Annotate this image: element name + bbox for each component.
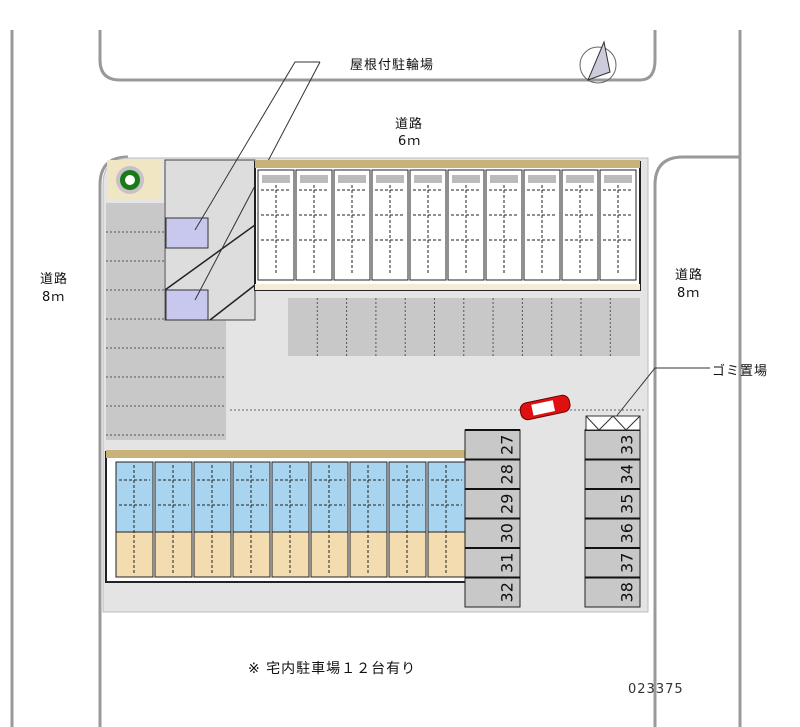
parking-slot-29: 29 [465, 488, 520, 514]
apartment-unit [295, 169, 333, 281]
label-road-right: 道路 [675, 268, 704, 283]
slot-number: 28 [498, 464, 517, 484]
slot-number: 35 [618, 494, 637, 514]
apartment-unit [485, 169, 523, 281]
leader-line-garbage [614, 367, 710, 419]
slot-number: 31 [498, 553, 517, 573]
slot-number: 36 [618, 523, 637, 543]
building-roof-edge [255, 160, 640, 168]
parking-slot-column [106, 203, 164, 440]
slot-number: 27 [498, 435, 517, 455]
property-code: 023375 [628, 682, 684, 697]
parking-slot-34: 34 [585, 458, 640, 484]
road-lines [10, 30, 742, 727]
apartment-unit [271, 461, 310, 578]
slot-number: 30 [498, 523, 517, 543]
garden-tree [107, 160, 162, 200]
car-icon [519, 394, 571, 421]
apartment-unit [409, 169, 447, 281]
apartment-unit [447, 169, 485, 281]
upper-building [254, 160, 641, 291]
apartment-unit [349, 461, 388, 578]
parking-slot-30: 30 [465, 517, 520, 543]
garbage-area [585, 415, 641, 431]
apartment-unit [523, 169, 561, 281]
slot-number: 29 [498, 494, 517, 514]
slot-number: 32 [498, 582, 517, 602]
apartment-unit [333, 169, 371, 281]
apartment-unit [388, 461, 427, 578]
apartment-unit [154, 461, 193, 578]
label-bicycle-parking: 屋根付駐輪場 [350, 58, 435, 73]
apartment-unit [232, 461, 271, 578]
slot-number: 33 [618, 435, 637, 455]
label-road-top: 道路 [395, 117, 424, 132]
bike-shelter-2 [165, 289, 209, 321]
numbered-parking: 27 28 29 30 31 32 33 34 35 36 37 38 [464, 429, 641, 608]
parking-slot-32: 32 [465, 576, 520, 602]
label-garbage: ゴミ置場 [712, 364, 769, 379]
note-parking: ※ 宅内駐車場１２台有り [248, 661, 417, 677]
parking-slot-column [164, 320, 226, 440]
slot-number: 34 [618, 464, 637, 484]
parking-slot-28: 28 [465, 458, 520, 484]
parking-slot-38: 38 [585, 576, 640, 602]
north-arrow-icon [579, 40, 617, 84]
apartment-unit [371, 169, 409, 281]
label-road-top-width: 6ｍ [398, 134, 422, 149]
building-roof-edge [106, 450, 466, 458]
label-road-left: 道路 [40, 272, 69, 287]
parking-slot-35: 35 [585, 488, 640, 514]
apartment-unit [193, 461, 232, 578]
apartment-unit [310, 461, 349, 578]
apartment-unit [427, 461, 466, 578]
middle-parking-row [288, 298, 640, 356]
slot-number: 37 [618, 553, 637, 573]
label-road-left-width: 8ｍ [42, 290, 66, 305]
parking-slot-31: 31 [465, 547, 520, 573]
parking-slot-37: 37 [585, 547, 640, 573]
label-road-right-width: 8ｍ [677, 286, 701, 301]
parking-slot-36: 36 [585, 517, 640, 543]
apartment-unit [115, 461, 154, 578]
parking-slot-27: 27 [465, 429, 520, 455]
apartment-unit [257, 169, 295, 281]
lower-building [105, 450, 467, 583]
apartment-unit [599, 169, 637, 281]
apartment-unit [561, 169, 599, 281]
slot-number: 38 [618, 582, 637, 602]
bike-shelter-1 [165, 217, 209, 249]
